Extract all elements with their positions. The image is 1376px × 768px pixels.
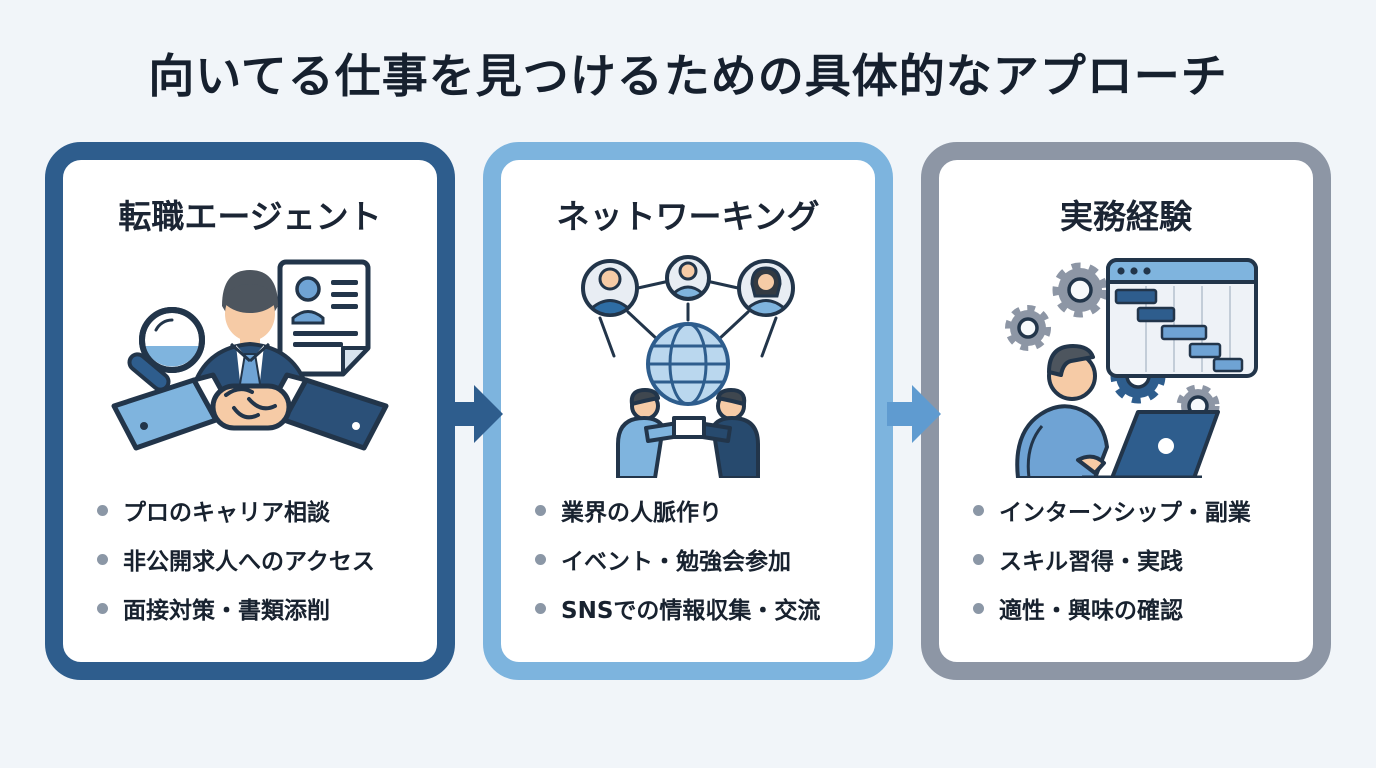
- flow-arrow-right-icon: [887, 385, 941, 443]
- page-title: 向いてる仕事を見つけるための具体的なアプローチ: [148, 49, 1228, 103]
- bullet-dot-icon: [973, 602, 984, 614]
- bullet-dot-icon: [535, 504, 546, 516]
- networking-globe-people-icon: [548, 248, 828, 478]
- list-item-text: イベント・勉強会参加: [561, 549, 791, 575]
- bullet-dot-icon: [973, 504, 984, 516]
- bullet-dot-icon: [535, 553, 546, 565]
- card-networking: ネットワーキング: [483, 142, 893, 680]
- bullet-dot-icon: [973, 553, 984, 565]
- card-recruitment-agent: 転職エージェント: [45, 142, 455, 680]
- bullet-dot-icon: [97, 504, 108, 516]
- list-item: スキル習得・実践: [973, 542, 1291, 576]
- bullet-dot-icon: [97, 602, 108, 614]
- approach-cards-row: 転職エージェント: [45, 142, 1331, 680]
- list-item: インターンシップ・副業: [973, 493, 1291, 527]
- flow-arrow-right-icon: [449, 385, 503, 443]
- list-item: SNSでの情報収集・交流: [535, 591, 853, 625]
- list-item-text: 非公開求人へのアクセス: [123, 549, 375, 575]
- recruitment-agent-handshake-icon: [110, 248, 390, 478]
- list-item: イベント・勉強会参加: [535, 542, 853, 576]
- list-item-text: 業界の人脈作り: [561, 500, 722, 526]
- list-item-text: SNSでの情報収集・交流: [561, 598, 821, 624]
- list-item-text: インターンシップ・副業: [999, 500, 1251, 526]
- list-item: 面接対策・書類添削: [97, 591, 415, 625]
- bullet-dot-icon: [97, 553, 108, 565]
- list-item-text: スキル習得・実践: [999, 549, 1183, 575]
- bullet-dot-icon: [535, 602, 546, 614]
- card-bullet-list: インターンシップ・副業 スキル習得・実践 適性・興味の確認: [961, 478, 1291, 640]
- card-practical-experience: 実務経験: [921, 142, 1331, 680]
- card-title: ネットワーキング: [556, 197, 820, 236]
- list-item: 非公開求人へのアクセス: [97, 542, 415, 576]
- card-title: 転職エージェント: [118, 197, 382, 236]
- list-item-text: 面接対策・書類添削: [123, 598, 330, 624]
- card-bullet-list: プロのキャリア相談 非公開求人へのアクセス 面接対策・書類添削: [85, 478, 415, 640]
- hands-on-experience-laptop-icon: [986, 248, 1266, 478]
- list-item: 適性・興味の確認: [973, 591, 1291, 625]
- list-item-text: プロのキャリア相談: [123, 500, 330, 526]
- list-item: プロのキャリア相談: [97, 493, 415, 527]
- list-item-text: 適性・興味の確認: [999, 598, 1183, 624]
- card-title: 実務経験: [1060, 197, 1192, 236]
- card-bullet-list: 業界の人脈作り イベント・勉強会参加 SNSでの情報収集・交流: [523, 478, 853, 640]
- list-item: 業界の人脈作り: [535, 493, 853, 527]
